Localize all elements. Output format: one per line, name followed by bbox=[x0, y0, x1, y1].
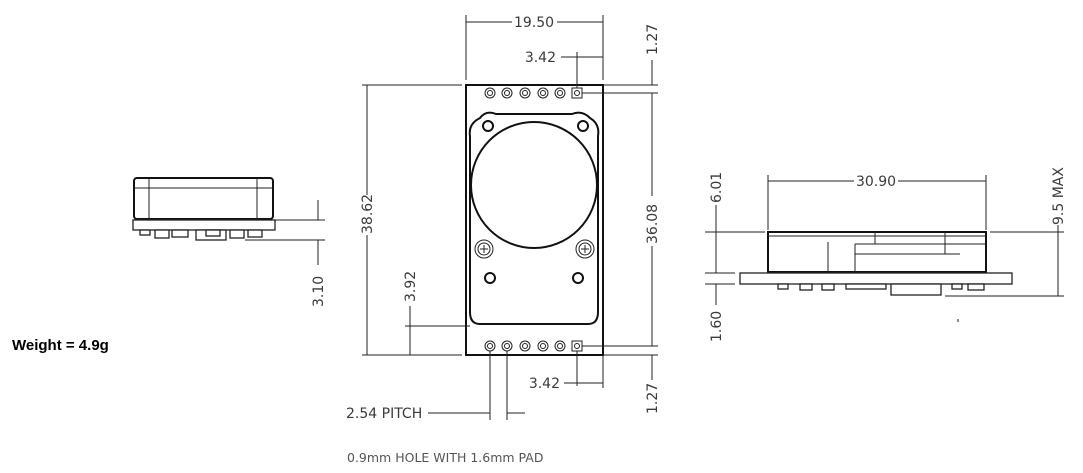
dim-length: 30.90 bbox=[856, 174, 896, 190]
dim-max-height: 9.5 MAX bbox=[1051, 167, 1067, 225]
left-side-view: 3.10 bbox=[132, 177, 327, 307]
hole-note: 0.9mm HOLE WITH 1.6mm PAD bbox=[347, 450, 543, 465]
pitch-label: 2.54 PITCH bbox=[346, 406, 422, 422]
dim-pin-offset-bottom: 3.42 bbox=[529, 376, 560, 392]
right-side-view: 30.90 6.01 1.60 9.5 MAX bbox=[705, 167, 1067, 342]
dim-pin-offset-top: 3.42 bbox=[525, 50, 556, 66]
weight-label: Weight = 4.9g bbox=[12, 337, 109, 354]
dim-overall-length: 38.62 bbox=[360, 194, 376, 234]
dim-edge-bottom: 1.27 bbox=[645, 383, 661, 414]
bottom-header-pins bbox=[484, 340, 583, 352]
bottom-components bbox=[139, 229, 263, 241]
dim-pin-span: 36.08 bbox=[645, 204, 661, 244]
dim-board-thickness: 1.60 bbox=[709, 311, 725, 342]
dim-left-height: 3.10 bbox=[311, 276, 327, 307]
bottom-components bbox=[777, 283, 985, 296]
dim-width: 19.50 bbox=[514, 15, 554, 31]
dim-edge-top: 1.27 bbox=[645, 24, 661, 55]
top-view: 19.50 3.42 1.27 36.08 1.27 38.62 3.92 3.… bbox=[346, 15, 661, 465]
top-header-pins bbox=[484, 87, 583, 99]
screw-icon bbox=[575, 239, 595, 259]
screw-icon bbox=[474, 239, 494, 259]
dim-lower-offset: 3.92 bbox=[403, 271, 419, 302]
dim-body-height: 6.01 bbox=[709, 172, 725, 203]
